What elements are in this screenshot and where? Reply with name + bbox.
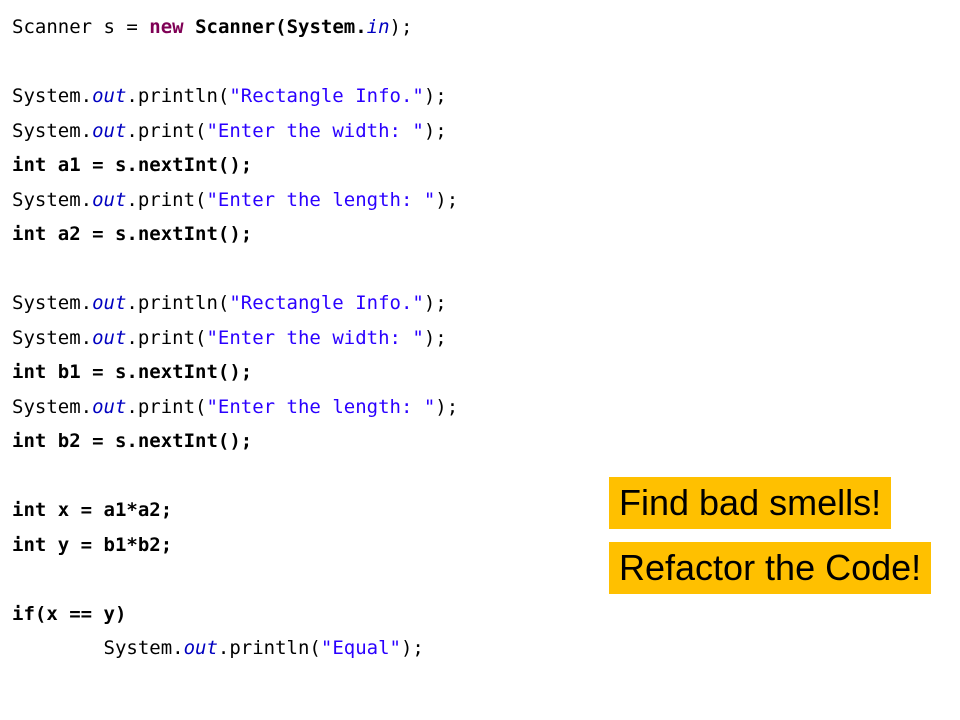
code-token: out <box>92 188 127 211</box>
code-token: b2 = s.nextInt(); <box>46 430 253 452</box>
code-token: .print( <box>126 119 207 142</box>
code-line: System.out.println("Equal"); <box>12 631 458 666</box>
code-token: "Enter the length: " <box>206 395 436 418</box>
code-token: int <box>12 430 47 452</box>
code-token: x = a1*a2; <box>46 499 173 521</box>
code-line: if(x == y) <box>12 597 458 632</box>
code-token: int <box>12 533 47 556</box>
code-token: out <box>92 85 127 107</box>
code-token: "Enter the length: " <box>206 188 436 211</box>
code-token: out <box>92 119 127 142</box>
code-token <box>184 16 195 38</box>
code-line: System.out.print("Enter the length: "); <box>12 183 458 218</box>
code-token: System. <box>12 85 93 107</box>
code-token: b1 = s.nextInt(); <box>46 361 253 383</box>
code-token: Scanner s = <box>12 16 150 38</box>
code-line: Scanner s = new Scanner(System.in); <box>12 10 458 45</box>
code-token: .println( <box>126 85 230 107</box>
code-token: System. <box>12 188 93 211</box>
code-token: int <box>12 499 47 521</box>
code-token: ); <box>423 85 447 107</box>
code-token: System. <box>12 119 93 142</box>
find-bad-smells-callout: Find bad smells! <box>609 477 892 529</box>
code-token: ); <box>400 637 424 659</box>
code-line: int y = b1*b2; <box>12 528 458 563</box>
code-token: a2 = s.nextInt(); <box>46 223 253 245</box>
code-line: int a2 = s.nextInt(); <box>12 217 458 252</box>
code-token: y = b1*b2; <box>46 533 173 556</box>
code-token: "Equal" <box>320 637 401 659</box>
code-token: ); <box>423 119 447 142</box>
code-token: "Rectangle Info." <box>229 85 424 107</box>
code-token: .println( <box>126 292 230 314</box>
code-token: "Enter the width: " <box>206 326 424 349</box>
code-token: System. <box>12 292 93 314</box>
code-token: out <box>92 292 127 314</box>
code-token: .print( <box>126 188 207 211</box>
code-token: System. <box>12 395 93 418</box>
code-token: (x == y) <box>34 602 127 625</box>
code-token: ); <box>435 395 459 418</box>
code-line: System.out.print("Enter the width: "); <box>12 114 458 149</box>
code-block: Scanner s = new Scanner(System.in); Syst… <box>12 10 458 666</box>
code-token: ); <box>423 292 447 314</box>
code-token: new <box>149 16 184 38</box>
code-token: int <box>12 154 47 176</box>
code-token: System. <box>12 326 93 349</box>
code-token: in <box>366 16 390 38</box>
code-token: ); <box>389 16 413 38</box>
code-token: System. <box>12 637 184 659</box>
code-line <box>12 562 458 597</box>
code-line <box>12 459 458 494</box>
code-token: int <box>12 223 47 245</box>
code-token: ); <box>435 188 459 211</box>
code-token: out <box>92 326 127 349</box>
code-line <box>12 252 458 287</box>
code-token: .print( <box>126 395 207 418</box>
code-token: int <box>12 361 47 383</box>
code-token: .print( <box>126 326 207 349</box>
code-line: int x = a1*a2; <box>12 493 458 528</box>
code-line <box>12 45 458 80</box>
code-token: .println( <box>217 637 321 659</box>
code-line: System.out.println("Rectangle Info."); <box>12 79 458 114</box>
code-token: "Rectangle Info." <box>229 292 424 314</box>
code-line: System.out.print("Enter the length: "); <box>12 390 458 425</box>
code-line: int b2 = s.nextInt(); <box>12 424 458 459</box>
code-token: if <box>12 602 35 625</box>
code-line: System.out.println("Rectangle Info."); <box>12 286 458 321</box>
code-token: ); <box>423 326 447 349</box>
refactor-code-callout: Refactor the Code! <box>609 542 932 594</box>
code-line: int b1 = s.nextInt(); <box>12 355 458 390</box>
code-token: "Enter the width: " <box>206 119 424 142</box>
code-line: int a1 = s.nextInt(); <box>12 148 458 183</box>
code-token: out <box>92 395 127 418</box>
code-line: System.out.print("Enter the width: "); <box>12 321 458 356</box>
code-token: a1 = s.nextInt(); <box>46 154 253 176</box>
code-token: Scanner(System. <box>195 16 367 38</box>
code-token: out <box>183 637 218 659</box>
